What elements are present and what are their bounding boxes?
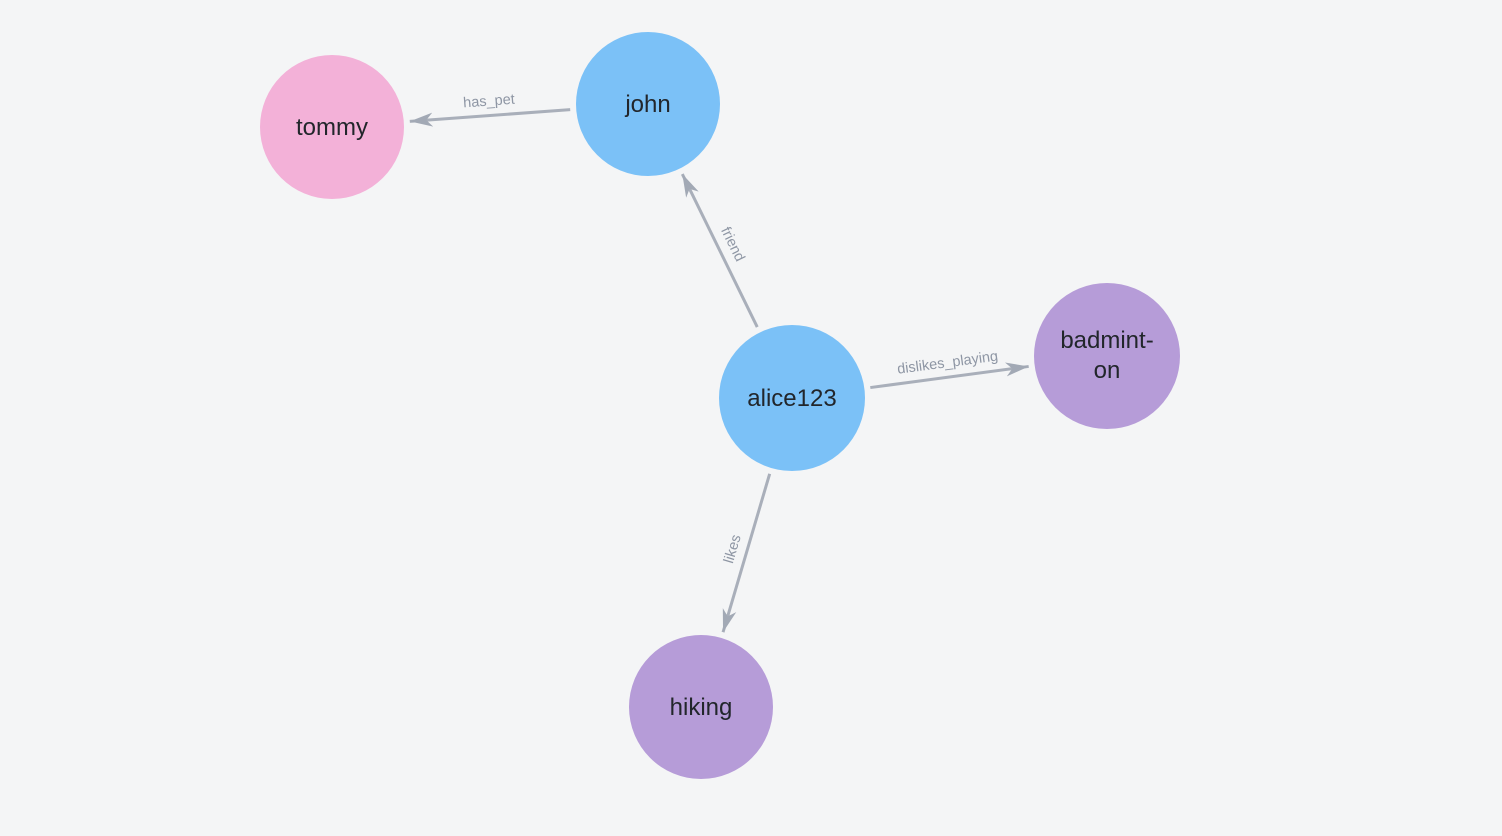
node-badminton[interactable]: badmint-on (1034, 283, 1180, 429)
node-circle-badminton[interactable] (1034, 283, 1180, 429)
node-john[interactable]: john (576, 32, 720, 176)
node-circle-tommy[interactable] (260, 55, 404, 199)
node-alice123[interactable]: alice123 (719, 325, 865, 471)
edge-label-has_pet: has_pet (463, 92, 516, 112)
edge-label-likes: likes (721, 533, 745, 565)
node-tommy[interactable]: tommy (260, 55, 404, 199)
edge-line-dislikes_playing[interactable] (870, 362, 1029, 390)
edge-label-friend: friend (717, 225, 747, 265)
edge-line-friend[interactable] (680, 173, 759, 328)
node-circle-john[interactable] (576, 32, 720, 176)
edge-has_pet[interactable]: has_pet (409, 92, 571, 127)
edge-line-has_pet[interactable] (409, 108, 571, 127)
edge-likes[interactable]: likes (721, 473, 772, 633)
node-circle-hiking[interactable] (629, 635, 773, 779)
edge-friend[interactable]: friend (680, 173, 759, 328)
node-circle-alice123[interactable] (719, 325, 865, 471)
edge-line-likes[interactable] (721, 473, 772, 633)
edge-dislikes_playing[interactable]: dislikes_playing (870, 348, 1029, 390)
node-hiking[interactable]: hiking (629, 635, 773, 779)
